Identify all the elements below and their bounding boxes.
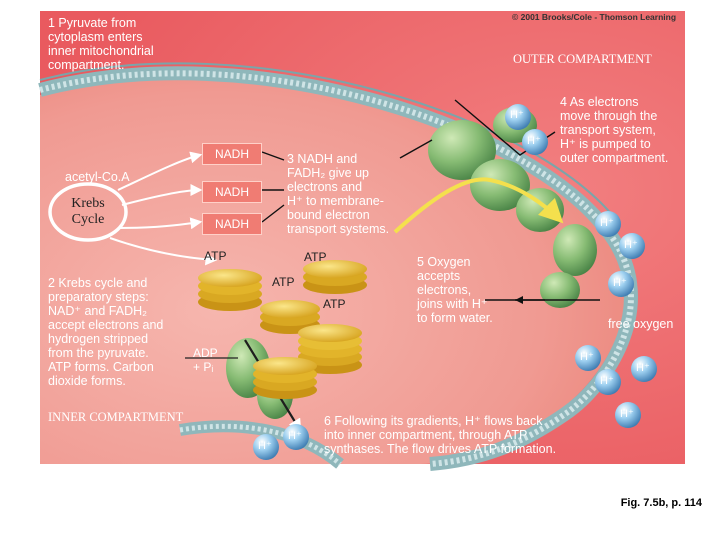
step4-label: 4 As electrons move through the transpor… (560, 95, 669, 165)
krebs-cycle-label: Krebs Cycle (71, 196, 105, 227)
hplus-label: H⁺ (527, 135, 541, 147)
electron-transport-system (428, 107, 597, 308)
hplus-label: H⁺ (636, 362, 650, 374)
hplus-label: H⁺ (258, 440, 272, 452)
step2-label: 2 Krebs cycle and preparatory steps: NAD… (48, 276, 164, 388)
electron-flow-arrow (393, 177, 564, 234)
step6-label: 6 Following its gradients, H⁺ flows back… (324, 414, 557, 456)
atp-label-3: ATP (272, 275, 295, 289)
hplus-label: H⁺ (580, 351, 594, 363)
hplus-label: H⁺ (600, 217, 614, 229)
hplus-label: H⁺ (600, 375, 614, 387)
hydrogen-ions (253, 104, 657, 460)
atp-label-1: ATP (204, 249, 227, 263)
hplus-label: H⁺ (288, 430, 302, 442)
adp-pi-label: ADP + Pᵢ (193, 346, 218, 374)
atp-coins (198, 260, 367, 399)
krebs-cycle (48, 151, 218, 266)
figure-caption: Fig. 7.5b, p. 114 (620, 497, 702, 509)
atp-label-2: ATP (304, 250, 327, 264)
step5-label: 5 Oxygen accepts electrons, joins with H… (417, 255, 493, 325)
nadh-box-3: NADH (202, 213, 262, 235)
step3-label: 3 NADH and FADH₂ give up electrons and H… (287, 152, 390, 236)
acetyl-coa-label: acetyl-Co.A (65, 170, 130, 184)
nadh-box-2: NADH (202, 181, 262, 203)
step1-label: 1 Pyruvate from cytoplasm enters inner m… (48, 16, 154, 72)
copyright-notice: © 2001 Brooks/Cole - Thomson Learning (512, 12, 677, 22)
hplus-label: H⁺ (613, 277, 627, 289)
free-oxygen-label: free oxygen (608, 317, 674, 331)
atp-label-4: ATP (323, 297, 346, 311)
nadh-box-1: NADH (202, 143, 262, 165)
inner-compartment-label: INNER COMPARTMENT (48, 410, 184, 424)
outer-compartment-label: OUTER COMPARTMENT (513, 52, 652, 66)
hplus-label: H⁺ (620, 408, 634, 420)
hplus-label: H⁺ (510, 109, 524, 121)
hplus-label: H⁺ (624, 239, 638, 251)
